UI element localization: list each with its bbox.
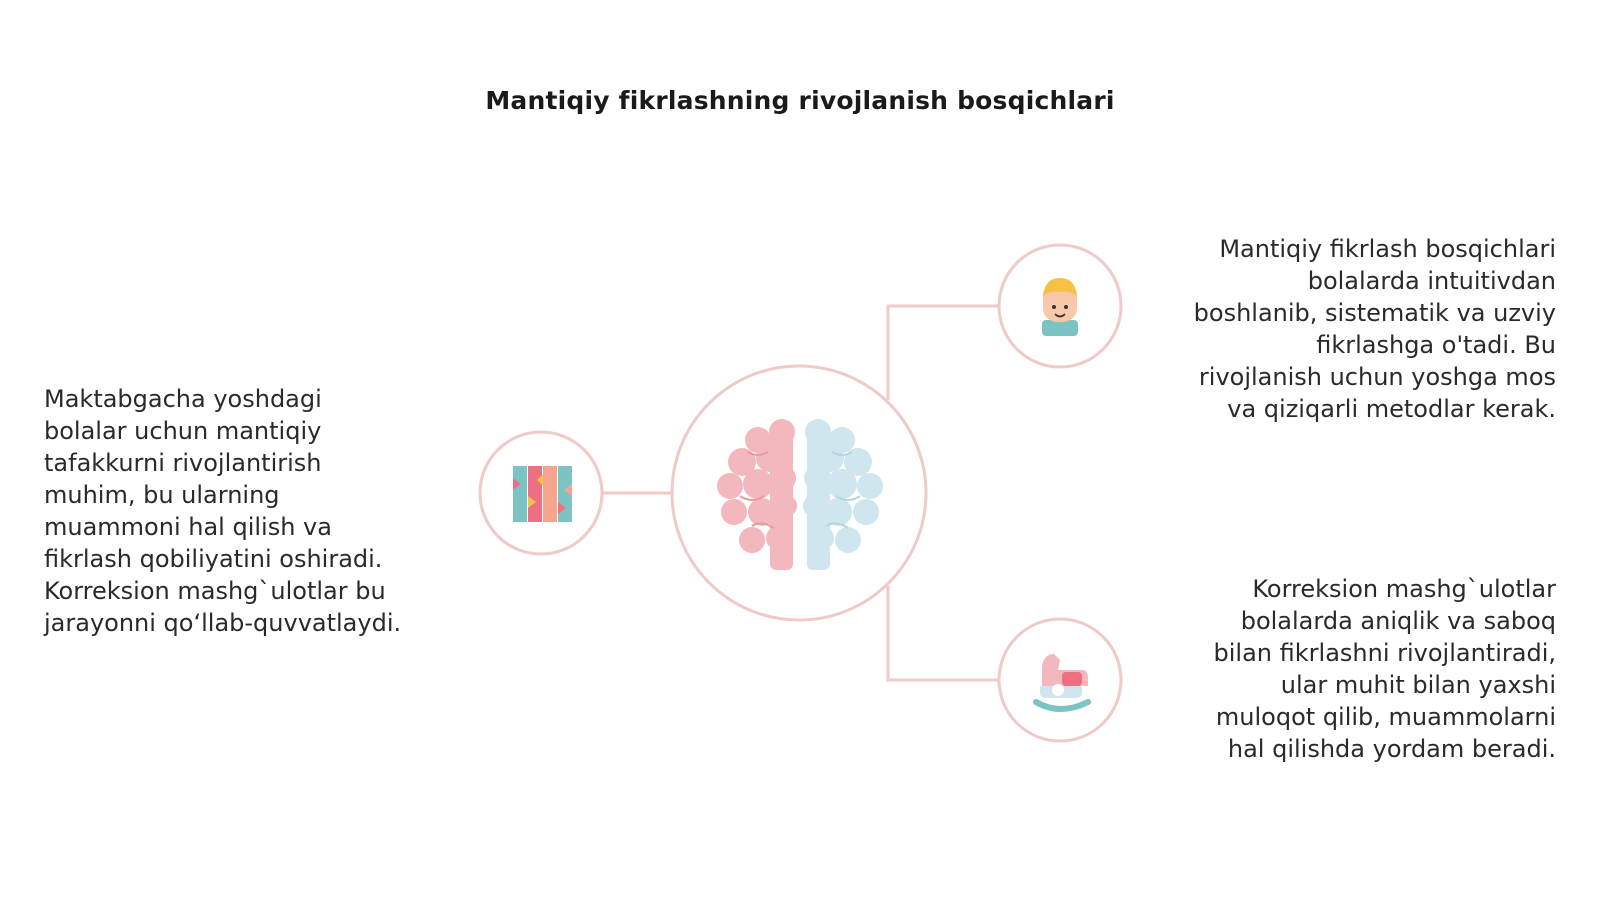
connector-top-right: [886, 304, 998, 400]
connectors: [602, 304, 998, 682]
child-face-icon: [1042, 278, 1078, 336]
diagram-title: Mantiqiy fikrlashning rivojlanish bosqic…: [485, 86, 1115, 115]
text-bottom-right: Korreksion mashg`ulotlar bolalarda aniql…: [1213, 575, 1556, 763]
brain-icon: [717, 419, 883, 570]
puzzle-blocks-icon: [513, 466, 572, 522]
center-node: [670, 364, 928, 622]
rocking-horse-icon: [1033, 654, 1091, 712]
text-left: Maktabgacha yoshdagi bolalar uchun manti…: [44, 385, 402, 637]
left-node: [478, 430, 604, 556]
top-right-node: [997, 243, 1123, 369]
bottom-right-node: [997, 617, 1123, 743]
connector-bottom-right: [886, 586, 998, 682]
text-top-right: Mantiqiy fikrlash bosqichlari bolalarda …: [1193, 235, 1556, 423]
